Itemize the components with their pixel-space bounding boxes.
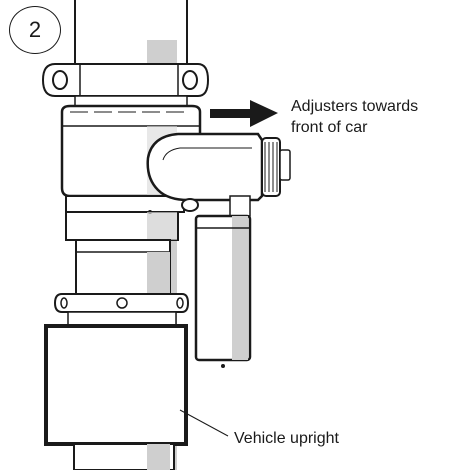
direction-arrow [210, 100, 278, 127]
upper-tube [74, 0, 188, 70]
vehicle-upright-box [44, 324, 188, 446]
bottom-clamp [53, 293, 190, 327]
adjusters-label-line1: Adjusters towards [291, 98, 419, 115]
adjuster-elbow [146, 132, 264, 212]
adjuster-knobs[interactable] [261, 137, 291, 197]
adjusters-label-line2: front of car [291, 119, 368, 136]
vehicle-upright-label: Vehicle upright [234, 430, 339, 447]
top-clamp [41, 63, 210, 97]
upright-leader-line [179, 409, 229, 437]
housing-lower-collar [65, 195, 185, 241]
lower-body-tube [75, 239, 171, 295]
bottom-tube [73, 443, 175, 470]
reservoir-canister [194, 195, 252, 368]
adjusters-label: Adjusters towards front of car [291, 96, 418, 138]
step-number-badge: 2 [9, 6, 61, 54]
